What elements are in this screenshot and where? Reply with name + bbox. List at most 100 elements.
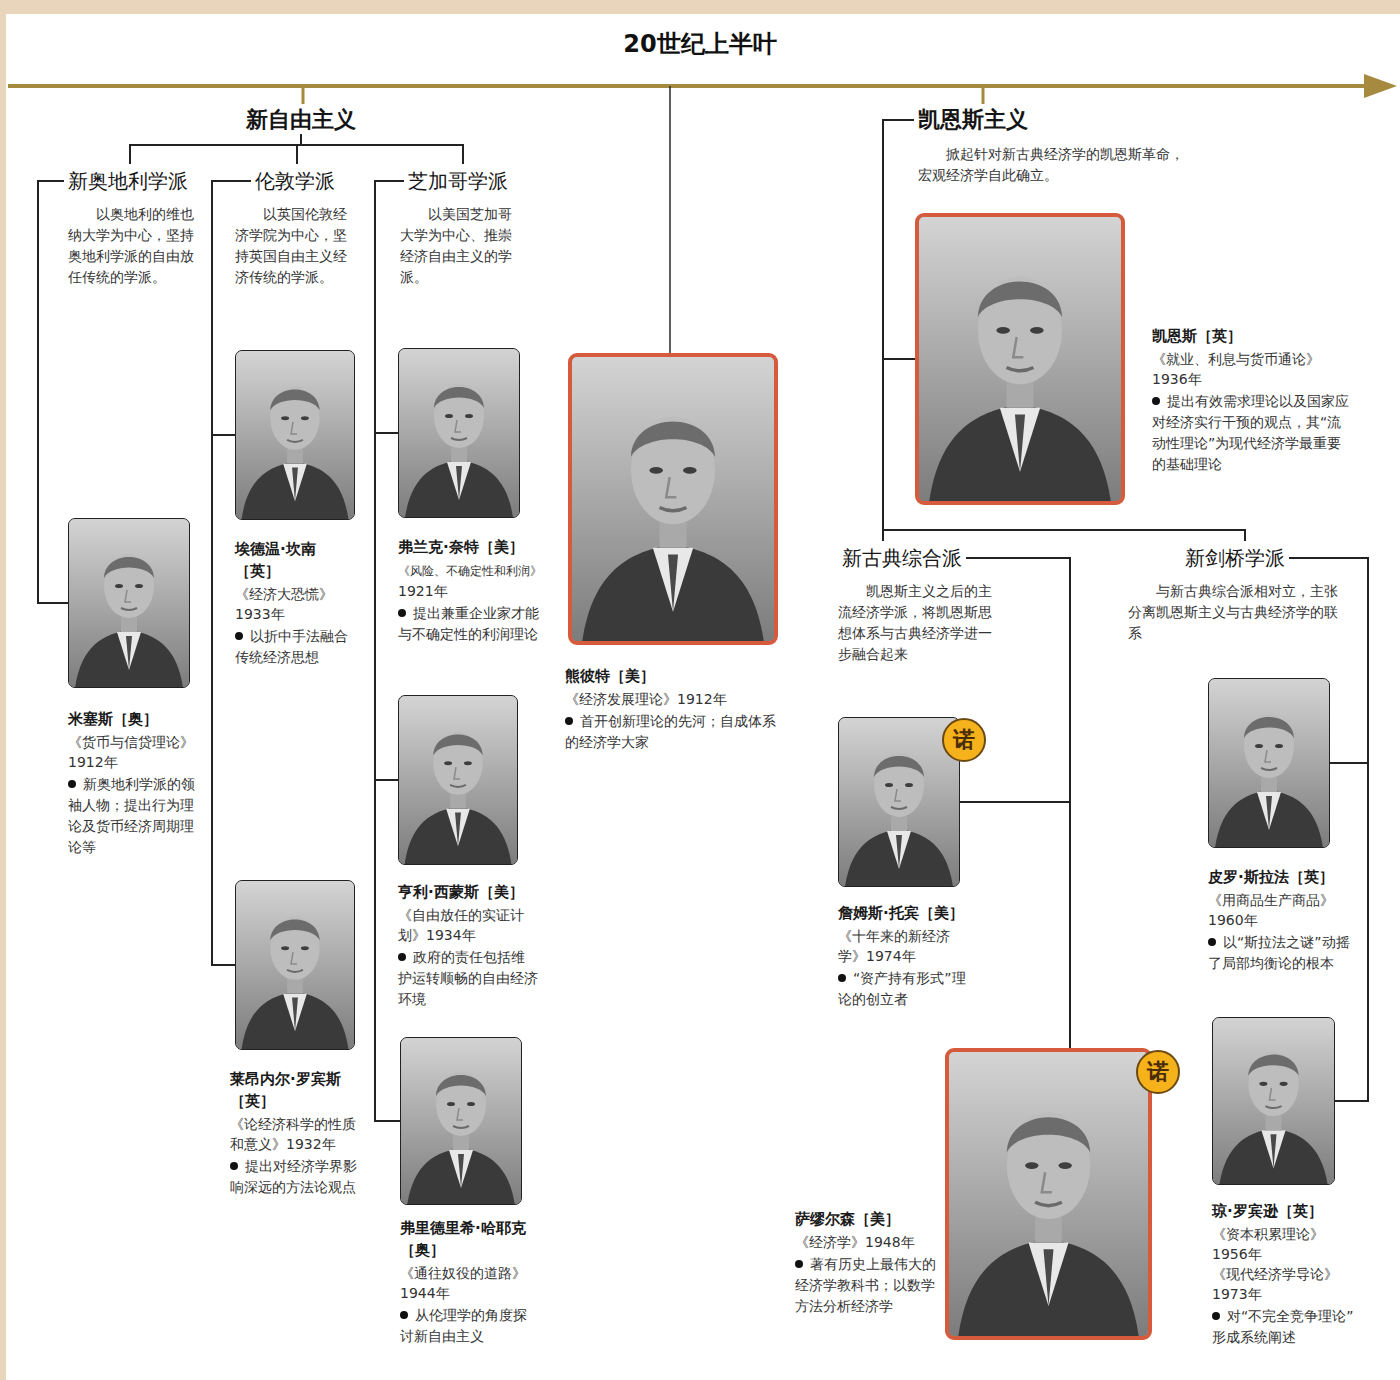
bracket-connector: [38, 181, 68, 603]
card-text: 皮罗·斯拉法［英］《用商品生产商品》1960年以“斯拉法之谜”动摇了局部均衡论的…: [1208, 866, 1353, 974]
person-name: 皮罗·斯拉法［英］: [1208, 866, 1353, 888]
contribution-line: 从伦理学的角度探讨新自由主义: [400, 1305, 540, 1347]
card-text: 熊彼特［美］《经济发展理论》1912年首开创新理论的先河；自成体系的经济学大家: [565, 665, 780, 753]
publish-year: 1973年: [1212, 1284, 1360, 1304]
portrait-figure: [919, 217, 1121, 501]
bullet-dot: [1212, 1312, 1220, 1320]
work-line: 《资本积累理论》1956年: [1212, 1224, 1360, 1264]
contribution-line: “资产持有形式”理论的创立者: [838, 968, 973, 1010]
contribution-line: 提出兼重企业家才能与不确定性的利润理论: [398, 603, 543, 645]
portrait-figure: [399, 349, 519, 517]
portrait-photo: [1208, 678, 1330, 848]
card-text: 亨利·西蒙斯［美］《自由放任的实证计划》1934年政府的责任包括维护运转顺畅的自…: [398, 881, 538, 1010]
bullet-dot: [795, 1260, 803, 1268]
person-name: 琼·罗宾逊［英］: [1212, 1200, 1360, 1222]
work-line: 《十年来的新经济学》1974年: [838, 926, 973, 966]
publish-year: 1933年: [235, 604, 360, 624]
bullet-dot: [838, 974, 846, 982]
contribution-text: 首开创新理论的先河；自成体系的经济学大家: [565, 713, 776, 750]
portrait-figure: [949, 1052, 1148, 1336]
portrait-figure: [1213, 1018, 1334, 1184]
portrait-photo: [398, 348, 520, 518]
work-line: 《用商品生产商品》1960年: [1208, 890, 1353, 930]
portrait-photo: [235, 350, 355, 520]
school-of-thought: 新自由主义: [236, 102, 366, 134]
person-name: 米塞斯［奥］: [68, 708, 203, 730]
sub-school: 伦敦学派以英国伦敦经济学院为中心，坚持英国自由主义经济传统的学派。: [235, 164, 360, 288]
work-line: 《论经济科学的性质和意义》1932年: [230, 1114, 360, 1154]
award-badge: 诺: [1136, 1050, 1180, 1094]
bracket-connector: [130, 134, 301, 164]
card-text: 莱昂内尔·罗宾斯［英］《论经济科学的性质和意义》1932年提出对经济学界影响深远…: [230, 1068, 360, 1198]
book-title: 《经济发展理论》: [565, 691, 677, 707]
portrait-figure: [1209, 679, 1329, 847]
bullet-dot: [68, 780, 76, 788]
portrait-figure: [572, 357, 774, 641]
contribution-text: 政府的责任包括维护运转顺畅的自由经济环境: [398, 949, 538, 1007]
portrait-figure: [401, 1038, 521, 1204]
portrait-figure: [236, 351, 354, 519]
timeline-drop-line: [669, 86, 671, 353]
portrait-figure: [949, 1052, 1148, 1336]
bullet-dot: [398, 953, 406, 961]
school-description: 凯恩斯主义之后的主流经济学派，将凯恩斯思想体系与古典经济学进一步融合起来: [838, 581, 998, 665]
person-name: 埃德温·坎南［英］: [235, 538, 360, 582]
sub-school: 新奥地利学派以奥地利的维也纳大学为中心，坚持奥地利学派的自由放任传统的学派。: [68, 164, 196, 288]
portrait-photo: [235, 880, 355, 1050]
sub-school: 新剑桥学派与新古典综合派相对立，主张分离凯恩斯主义与古典经济学的联系: [1128, 541, 1343, 644]
bullet-dot: [565, 717, 573, 725]
card-text: 弗里德里希·哈耶克［奥］《通往奴役的道路》1944年从伦理学的角度探讨新自由主义: [400, 1217, 540, 1347]
contribution-text: 以“斯拉法之谜”动摇了局部均衡论的根本: [1208, 934, 1350, 971]
economist-card: 弗里德里希·哈耶克［奥］《通往奴役的道路》1944年从伦理学的角度探讨新自由主义: [400, 1037, 540, 1347]
contribution-line: 新奥地利学派的领袖人物；提出行为理论及货币经济周期理论等: [68, 774, 203, 858]
economist-card: 熊彼特［美］《经济发展理论》1912年首开创新理论的先河；自成体系的经济学大家: [568, 353, 780, 753]
book-title: 《现代经济学导论》: [1212, 1266, 1338, 1282]
portrait-figure: [236, 351, 354, 519]
portrait-figure: [1209, 679, 1329, 847]
timeline-tick: [302, 86, 305, 104]
economist-card: 萨缪尔森［美］《经济学》1948年著有历史上最伟大的经济学教科书；以数学方法分析…: [790, 1048, 1180, 1340]
school-heading: 伦敦学派: [255, 168, 335, 194]
publish-year: 1944年: [400, 1283, 540, 1303]
economist-card: 米塞斯［奥］《货币与信贷理论》1912年新奥地利学派的领袖人物；提出行为理论及货…: [68, 518, 203, 858]
contribution-text: 新奥地利学派的领袖人物；提出行为理论及货币经济周期理论等: [68, 776, 195, 855]
economist-card: 皮罗·斯拉法［英］《用商品生产商品》1960年以“斯拉法之谜”动摇了局部均衡论的…: [1208, 678, 1353, 974]
card-text: 琼·罗宾逊［英］《资本积累理论》1956年《现代经济学导论》1973年对“不完全…: [1212, 1200, 1360, 1348]
contribution-text: 提出兼重企业家才能与不确定性的利润理论: [398, 605, 539, 642]
person-name: 熊彼特［美］: [565, 665, 780, 687]
economist-card: 詹姆斯·托宾［美］《十年来的新经济学》1974年“资产持有形式”理论的创立者诺: [838, 717, 986, 1010]
work-line: 《通往奴役的道路》1944年: [400, 1263, 540, 1303]
economist-card: 琼·罗宾逊［英］《资本积累理论》1956年《现代经济学导论》1973年对“不完全…: [1212, 1017, 1360, 1348]
school-of-thought: 凯恩斯主义掀起针对新古典经济学的凯恩斯革命，宏观经济学自此确立。: [918, 102, 1188, 186]
portrait-figure: [399, 696, 517, 864]
bracket-connector: [301, 134, 463, 164]
school-heading: 新剑桥学派: [1185, 545, 1285, 571]
contribution-line: 政府的责任包括维护运转顺畅的自由经济环境: [398, 947, 538, 1010]
bracket-connector: [883, 120, 915, 359]
portrait-figure: [236, 881, 354, 1049]
contribution-line: 以折中手法融合传统经济思想: [235, 626, 360, 668]
portrait-photo: [400, 1037, 522, 1205]
person-name: 萨缪尔森［美］: [795, 1208, 943, 1230]
portrait-figure: [919, 217, 1121, 501]
person-name: 莱昂内尔·罗宾斯［英］: [230, 1068, 360, 1112]
school-description: 以美国芝加哥大学为中心、推崇经济自由主义的学派。: [400, 204, 522, 288]
contribution-line: 以“斯拉法之谜”动摇了局部均衡论的根本: [1208, 932, 1353, 974]
portrait-figure: [1213, 1018, 1334, 1184]
card-text: 米塞斯［奥］《货币与信贷理论》1912年新奥地利学派的领袖人物；提出行为理论及货…: [68, 708, 203, 858]
portrait-figure: [839, 718, 959, 886]
portrait-figure: [69, 519, 189, 687]
contribution-line: 提出对经济学界影响深远的方法论观点: [230, 1156, 360, 1198]
school-heading: 凯恩斯主义: [918, 106, 1028, 134]
publish-year: 1921年: [398, 581, 543, 601]
school-description: 以英国伦敦经济学院为中心，坚持英国自由主义经济传统的学派。: [235, 204, 360, 288]
award-badge: 诺: [942, 718, 986, 762]
card-text: 埃德温·坎南［英］《经济大恐慌》1933年以折中手法融合传统经济思想: [235, 538, 360, 668]
publish-year: 1912年: [68, 752, 203, 772]
timeline-arrowhead: [1364, 74, 1397, 98]
award-mark: 诺: [953, 727, 975, 752]
portrait-figure: [236, 881, 354, 1049]
economist-card: 弗兰克·奈特［美］《风险、不确定性和利润》1921年提出兼重企业家才能与不确定性…: [398, 348, 543, 645]
bullet-dot: [1208, 938, 1216, 946]
